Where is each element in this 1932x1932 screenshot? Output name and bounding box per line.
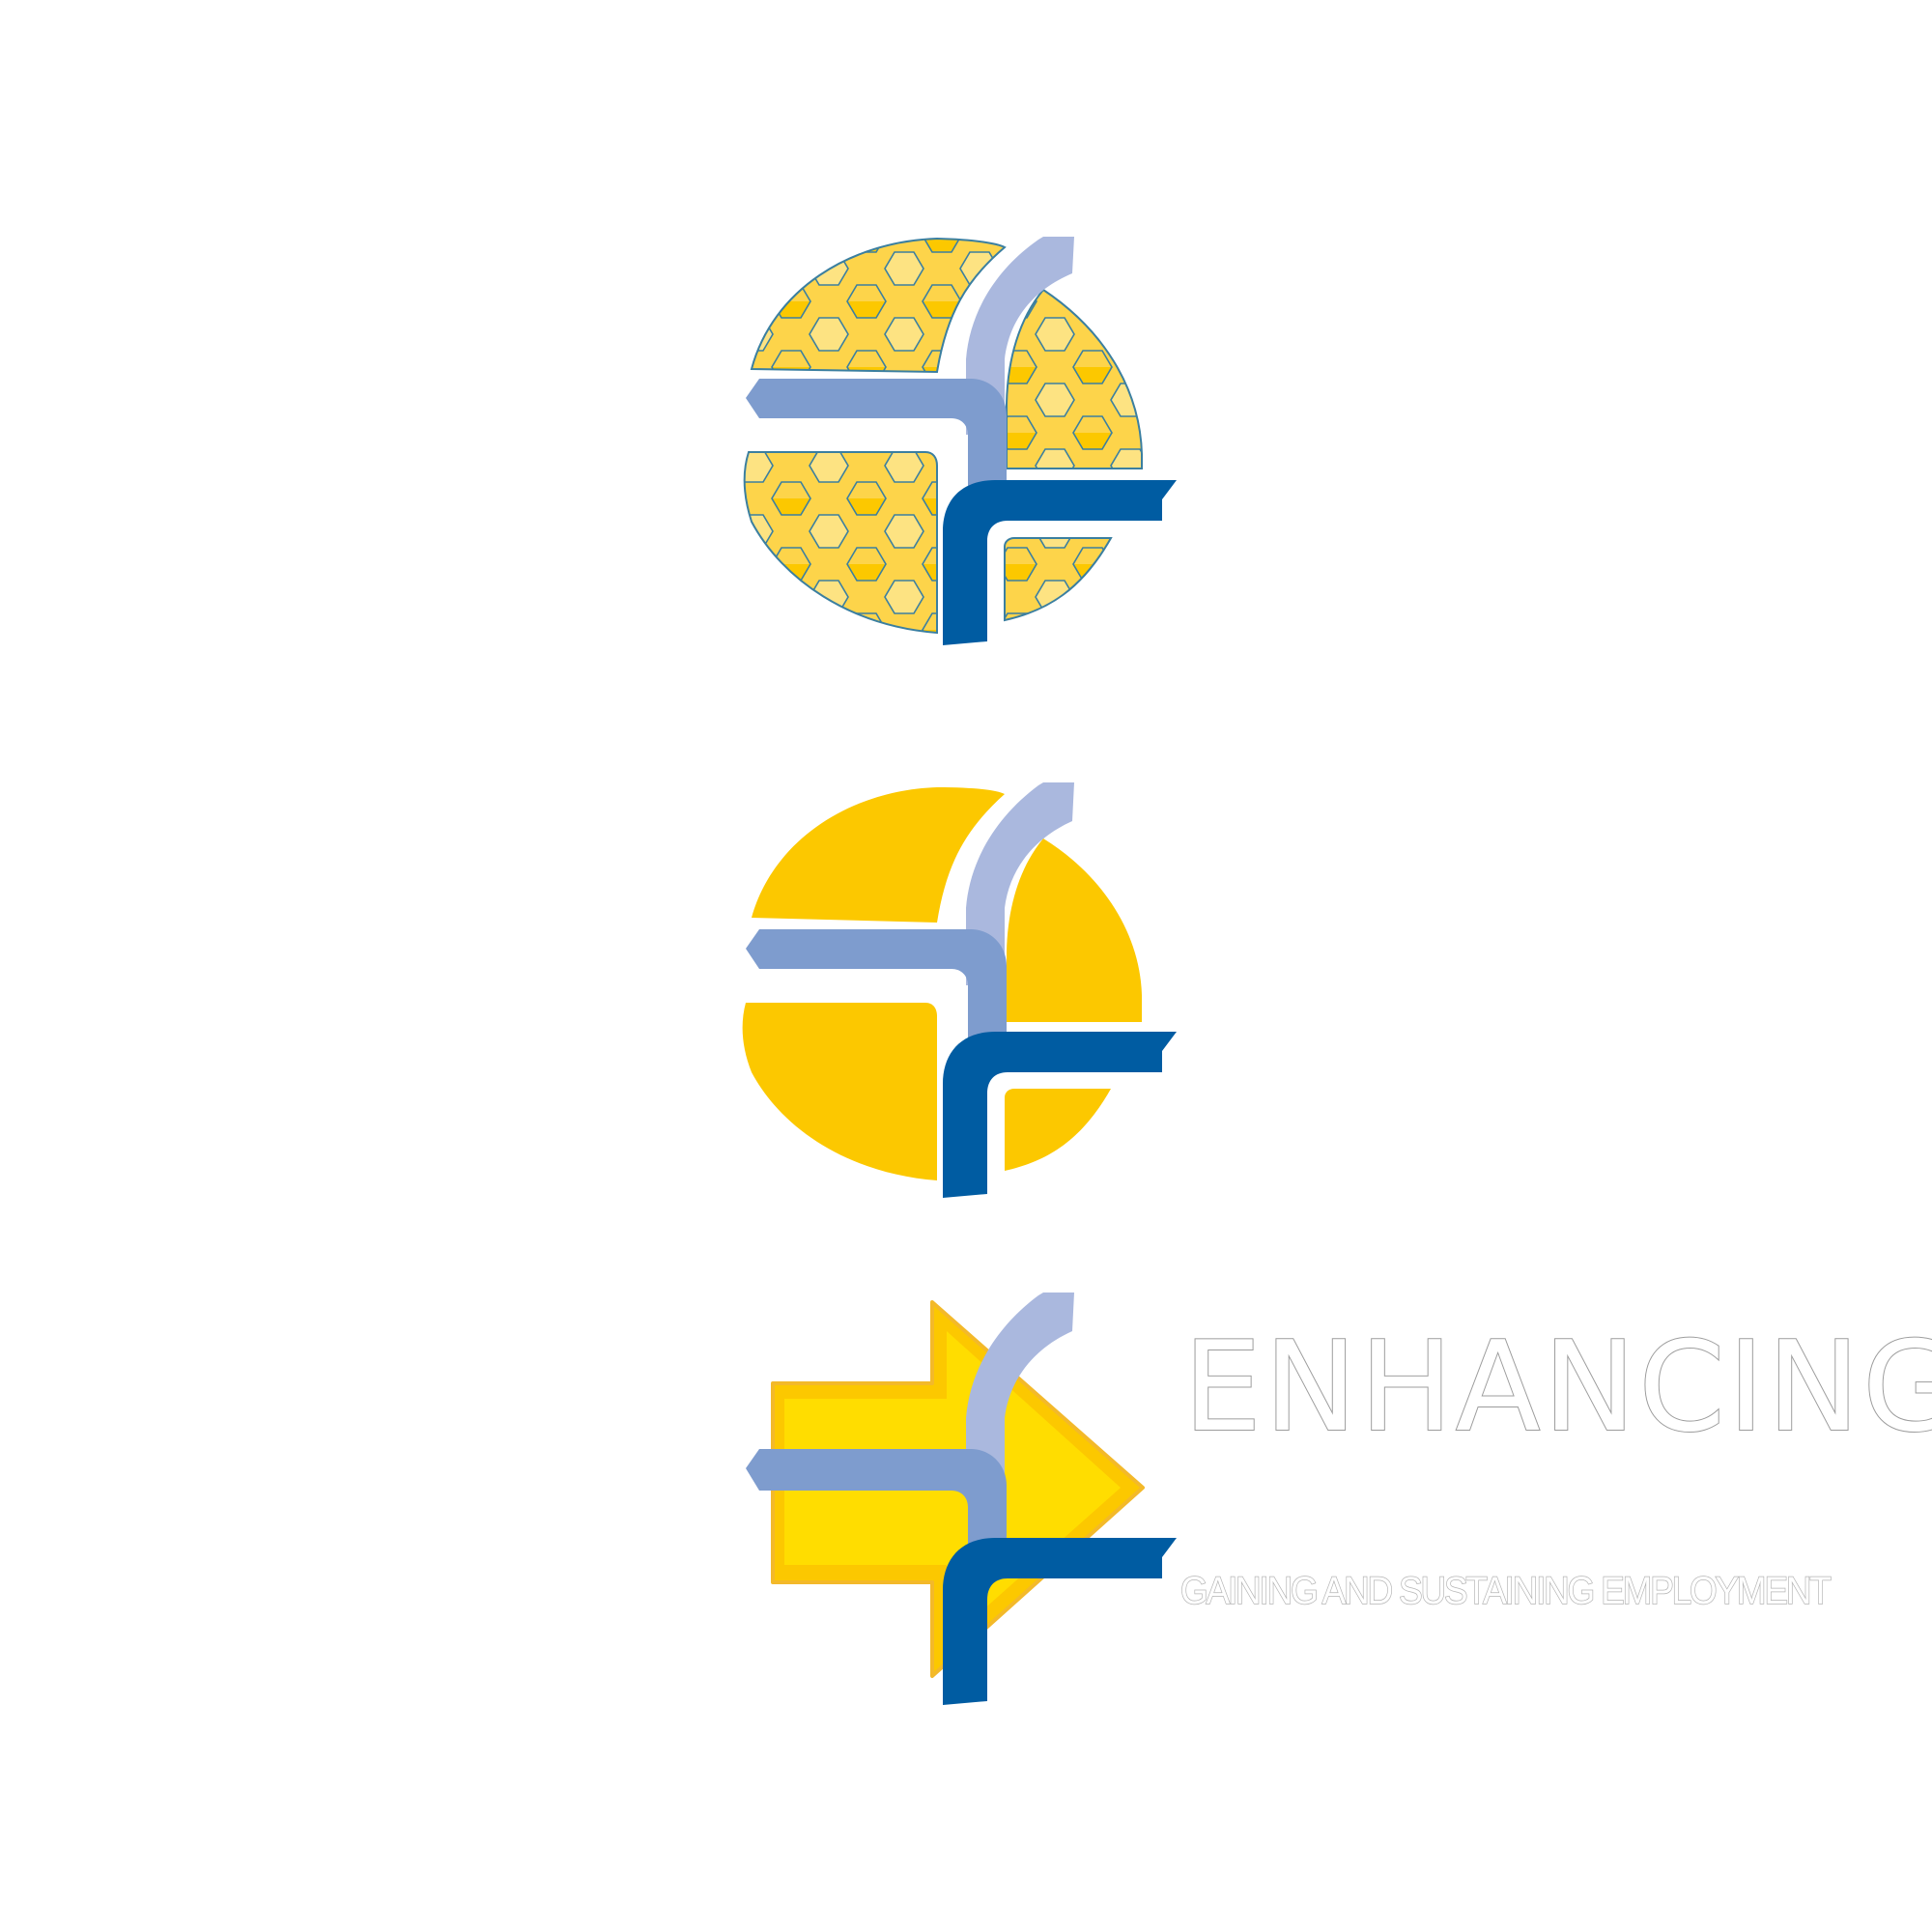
light-blue-band xyxy=(966,782,1074,985)
solid-globe-logo xyxy=(742,782,1177,1198)
dark-blue-band xyxy=(943,1032,1177,1198)
brand-title: ENHANCING xyxy=(1182,1316,1932,1460)
solid-quadrants xyxy=(742,787,1142,1180)
light-blue-band xyxy=(966,237,1074,435)
mid-blue-band xyxy=(746,379,1007,488)
dark-blue-band xyxy=(943,480,1177,645)
arrow-logo xyxy=(746,1293,1177,1705)
light-blue-band xyxy=(966,1293,1074,1488)
brand-tagline: GAINING AND SUSTAINING EMPLOYMENT xyxy=(1179,1569,1832,1613)
honeycomb-globe-logo xyxy=(743,237,1177,645)
dark-blue-band xyxy=(943,1538,1177,1705)
mid-blue-band xyxy=(746,1449,1007,1557)
honeycomb-quadrants xyxy=(743,237,1143,635)
mid-blue-band xyxy=(746,929,1007,1038)
